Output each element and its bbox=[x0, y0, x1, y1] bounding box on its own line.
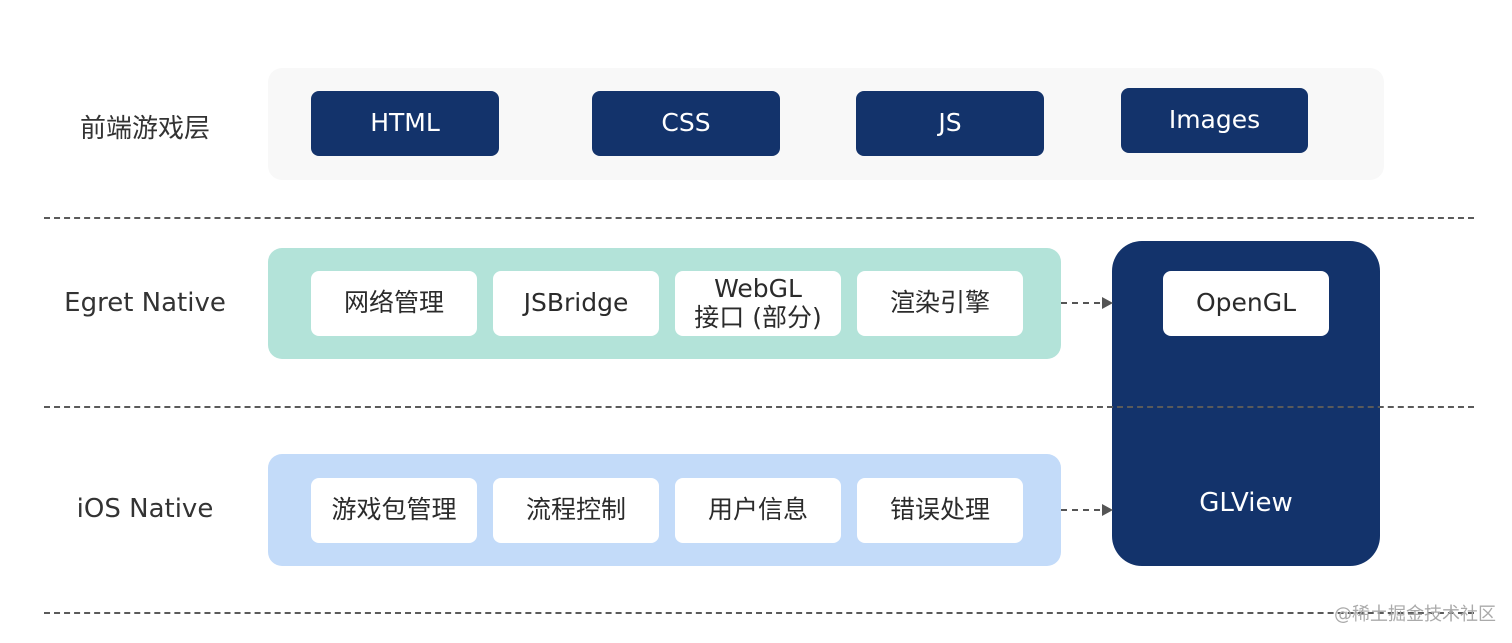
opengl-box: OpenGL bbox=[1163, 271, 1329, 336]
layer-label-ios: iOS Native bbox=[76, 494, 214, 524]
css-box: CSS bbox=[592, 91, 780, 156]
game-package-management-box: 游戏包管理 bbox=[311, 478, 477, 543]
layer-divider bbox=[44, 612, 1474, 614]
error-handling-box: 错误处理 bbox=[857, 478, 1023, 543]
process-control-box: 流程控制 bbox=[493, 478, 659, 543]
network-management-box: 网络管理 bbox=[311, 271, 477, 336]
layer-divider bbox=[44, 217, 1474, 219]
watermark: @稀土掘金技术社区 bbox=[1334, 604, 1496, 625]
jsbridge-box: JSBridge bbox=[493, 271, 659, 336]
images-box: Images bbox=[1121, 88, 1308, 153]
html-box: HTML bbox=[311, 91, 499, 156]
egret-to-glview-arrow bbox=[1061, 297, 1113, 309]
layer-label-frontend: 前端游戏层 bbox=[79, 114, 210, 144]
ios-to-glview-arrow bbox=[1061, 504, 1113, 516]
layer-label-egret: Egret Native bbox=[64, 288, 226, 318]
glview-label: GLView bbox=[1199, 488, 1293, 518]
js-box: JS bbox=[856, 91, 1044, 156]
user-info-box: 用户信息 bbox=[675, 478, 841, 543]
webgl-interface-box: WebGL 接口 (部分) bbox=[675, 271, 841, 336]
render-engine-box: 渲染引擎 bbox=[857, 271, 1023, 336]
layer-divider bbox=[44, 406, 1474, 408]
